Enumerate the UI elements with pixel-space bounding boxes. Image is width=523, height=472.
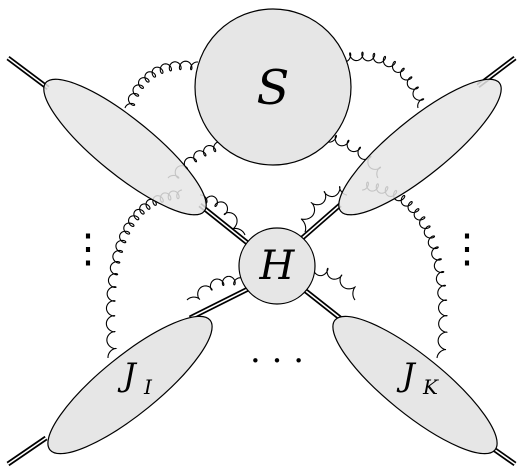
- external-line-top-left: [6, 56, 50, 90]
- jet-line-top-left: [198, 203, 252, 247]
- gluon-jet-tl-to-hard: [199, 194, 246, 236]
- jet-line-bottom-right: [300, 286, 342, 320]
- soft-blob: [194, 8, 352, 166]
- jet-blob-top-right: [338, 78, 502, 216]
- external-line-bottom-left: [6, 435, 48, 467]
- jet-line-top-right: [298, 203, 342, 242]
- bottom-ellipsis: · · ·: [250, 341, 304, 381]
- gluon-jet-tr-to-soft: [344, 51, 425, 109]
- hard-blob: [238, 227, 316, 305]
- gluon-jet-br-to-hard: [309, 267, 357, 301]
- jet-blob-top-left: [43, 78, 207, 216]
- jet-line-bottom-left: [188, 285, 252, 321]
- jet-blob-bottom-right: [332, 315, 498, 455]
- soft-label: S: [257, 60, 290, 116]
- jet-k-label: J: [396, 356, 417, 394]
- jet-blobs: [43, 78, 502, 455]
- gluon-jet-tr-to-hard: [300, 186, 348, 233]
- external-lines: [6, 56, 517, 467]
- left-ellipsis: ⋮: [68, 226, 108, 272]
- right-ellipsis: ⋮: [447, 226, 487, 272]
- jet-i-label: J: [117, 356, 138, 394]
- hard-label: H: [259, 243, 296, 289]
- gluon-jet-bl-to-hard: [186, 275, 243, 301]
- gluon-jet-tl-to-soft: [124, 60, 199, 109]
- jet-blob-bottom-left: [47, 315, 213, 455]
- jet-i-subscript: I: [143, 375, 153, 399]
- jet-k-subscript: K: [422, 375, 439, 399]
